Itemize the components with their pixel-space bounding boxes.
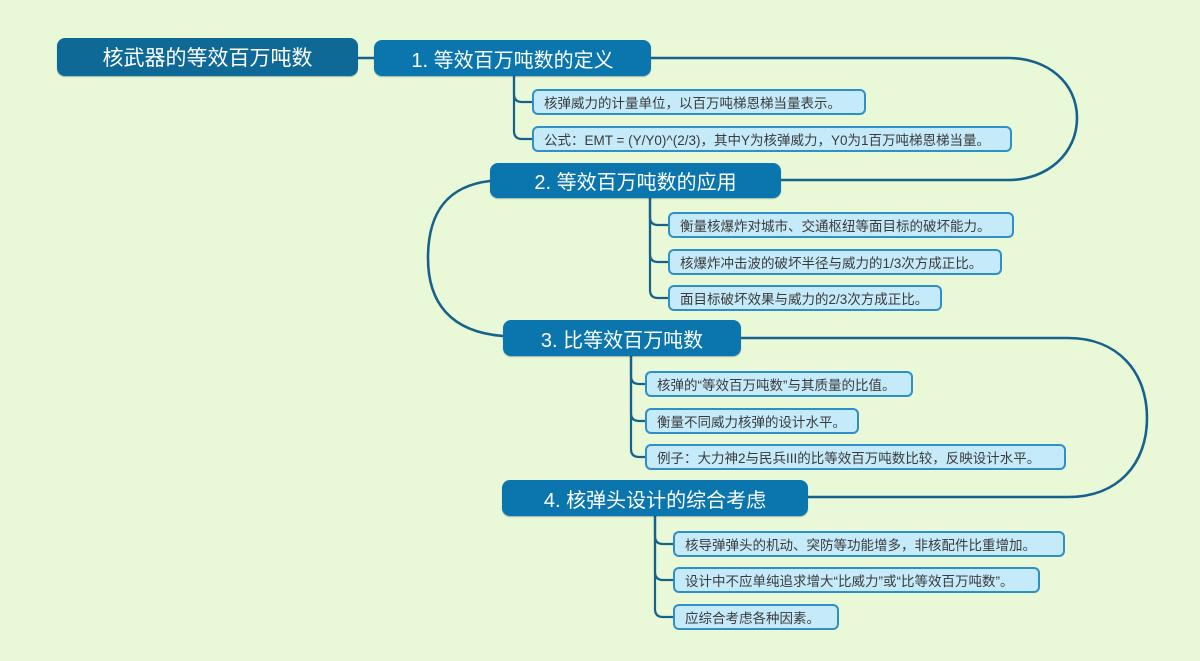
connector-branch1-child2 [512, 74, 534, 141]
subtopic-4-1[interactable]: 核导弹弹头的机动、突防等功能增多，非核配件比重增加。 [673, 531, 1065, 557]
subtopic-3-2[interactable]: 衡量不同威力核弹的设计水平。 [645, 408, 859, 434]
subtopic-3-1[interactable]: 核弹的“等效百万吨数”与其质量的比值。 [645, 371, 913, 397]
connector-branch4-child2 [653, 514, 675, 582]
branch-topic-3[interactable]: 3. 比等效百万吨数 [503, 320, 741, 356]
subtopic-4-2[interactable]: 设计中不应单纯追求增大“比威力”或“比等效百万吨数”。 [673, 567, 1040, 593]
branch-topic-1[interactable]: 1. 等效百万吨数的定义 [374, 40, 651, 76]
subtopic-1-2[interactable]: 公式：EMT = (Y/Y0)^(2/3)，其中Y为核弹威力，Y0为1百万吨梯恩… [532, 126, 1012, 152]
connector-branch2-child1 [648, 196, 670, 227]
subtopic-2-1[interactable]: 衡量核爆炸对城市、交通枢纽等面目标的破坏能力。 [668, 212, 1014, 238]
connector-branch3-branch4 [739, 336, 1149, 499]
branch-topic-4[interactable]: 4. 核弹头设计的综合考虑 [502, 480, 808, 516]
subtopic-2-2[interactable]: 核爆炸冲击波的破坏半径与威力的1/3次方成正比。 [668, 249, 1002, 275]
connector-branch1-child1 [512, 74, 534, 104]
connector-branch2-branch3 [426, 179, 505, 338]
connector-branch3-child3 [629, 354, 647, 459]
connector-branch3-child2 [629, 354, 647, 423]
connector-branch4-child3 [653, 514, 675, 619]
connector-branch4-child1 [653, 514, 675, 546]
subtopic-3-3[interactable]: 例子：大力神2与民兵III的比等效百万吨数比较，反映设计水平。 [645, 444, 1066, 470]
connector-branch3-child1 [629, 354, 647, 386]
branch-topic-2[interactable]: 2. 等效百万吨数的应用 [490, 163, 781, 198]
root-topic[interactable]: 核武器的等效百万吨数 [57, 38, 358, 76]
subtopic-2-3[interactable]: 面目标破坏效果与威力的2/3次方成正比。 [668, 285, 942, 311]
connector-branch1-branch2 [649, 56, 1079, 182]
subtopic-1-1[interactable]: 核弹威力的计量单位，以百万吨梯恩梯当量表示。 [532, 89, 866, 115]
subtopic-4-3[interactable]: 应综合考虑各种因素。 [673, 604, 839, 630]
connector-branch2-child2 [648, 196, 670, 264]
connector-branch2-child3 [648, 196, 670, 300]
